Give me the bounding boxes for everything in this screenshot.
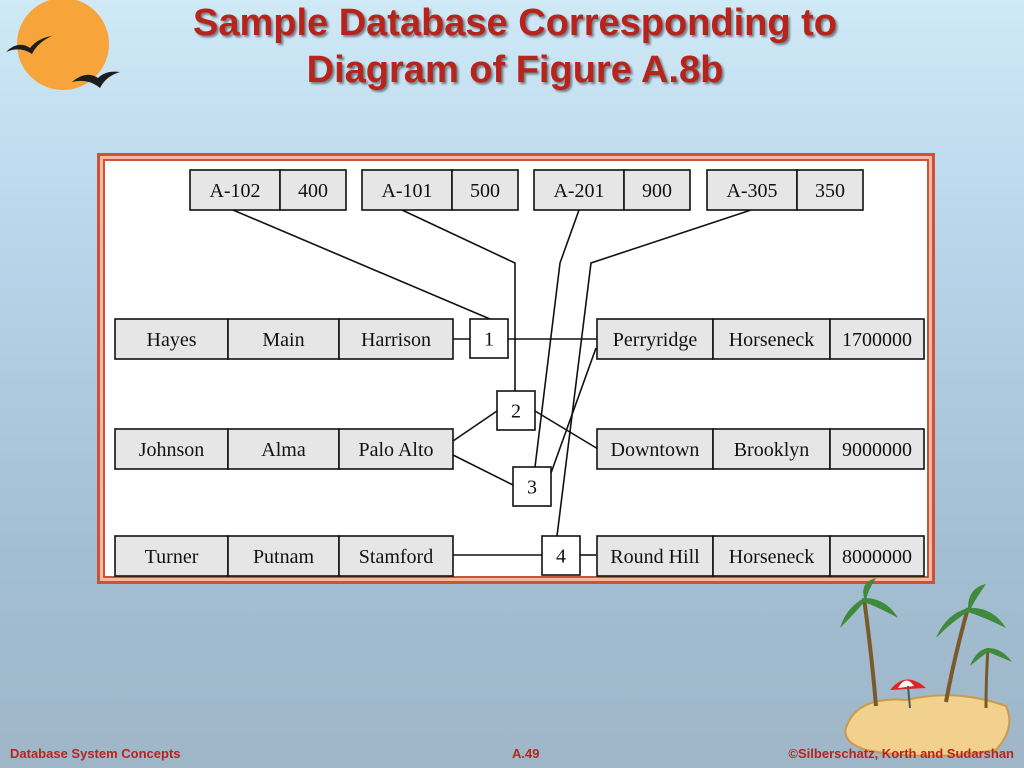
slide-title: Sample Database Corresponding to Diagram… (110, 0, 920, 94)
slide-title-line-2: Diagram of Figure A.8b (306, 49, 724, 91)
branch-name-perryridge: Perryridge (613, 329, 698, 351)
footer-slide-number: A.49 (512, 746, 540, 761)
bird-icon (6, 36, 52, 54)
footer-copyright: ©Silberschatz, Korth and Sudarshan (788, 746, 1014, 761)
account-balance-A-101: 500 (470, 180, 500, 202)
link-box-3: 3 (527, 477, 537, 499)
account-number-A-101: A-101 (381, 180, 432, 202)
branch-assets-downtown-box (829, 428, 925, 470)
account-balance-A-201-box (623, 169, 691, 211)
customer-city-turner: Stamford (359, 546, 433, 568)
sun-icon (6, 0, 120, 90)
account-balance-A-102: 400 (298, 180, 328, 202)
account-number-A-305: A-305 (726, 180, 777, 202)
customer-name-johnson: Johnson (139, 439, 205, 461)
link-box-1-box (469, 318, 509, 359)
link-box-4-box (541, 535, 581, 576)
account-number-A-305-box (706, 169, 798, 211)
bird-icon (72, 71, 120, 88)
account-number-A-201: A-201 (553, 180, 604, 202)
branch-assets-downtown: 9000000 (842, 439, 912, 461)
customer-street-turner-box (227, 535, 340, 577)
connector-a102-to-1 (232, 209, 491, 320)
branch-assets-round-hill: 8000000 (842, 546, 912, 568)
customer-street-turner: Putnam (253, 546, 315, 568)
branch-city-downtown-box (712, 428, 831, 470)
connector-3-to-perryridge (550, 347, 597, 474)
link-box-4: 4 (556, 546, 566, 568)
customer-city-hayes-box (338, 318, 454, 360)
link-box-2-box (496, 390, 536, 431)
customer-street-hayes-box (227, 318, 340, 360)
account-balance-A-305-box (796, 169, 864, 211)
customer-city-hayes: Harrison (361, 329, 431, 351)
account-number-A-102: A-102 (209, 180, 260, 202)
customer-name-turner: Turner (145, 546, 199, 568)
account-balance-A-305: 350 (815, 180, 845, 202)
branch-city-perryridge-box (712, 318, 831, 360)
connector-a305-to-4 (556, 209, 752, 537)
connector-a101-to-2 (401, 209, 516, 391)
customer-city-turner-box (338, 535, 454, 577)
branch-assets-perryridge: 1700000 (842, 329, 912, 351)
account-number-A-101-box (361, 169, 453, 211)
customer-city-johnson-box (338, 428, 454, 470)
account-balance-A-102-box (279, 169, 347, 211)
slide-title-line-1: Sample Database Corresponding to (192, 2, 837, 44)
link-box-3-box (512, 466, 552, 507)
branch-assets-perryridge-box (829, 318, 925, 360)
footer-course-title: Database System Concepts (10, 746, 181, 761)
customer-street-johnson: Alma (261, 439, 306, 461)
branch-city-round-hill: Horseneck (729, 546, 815, 568)
connector-johnson-to-3 (452, 454, 514, 486)
account-balance-A-101-box (451, 169, 519, 211)
branch-name-perryridge-box (596, 318, 714, 360)
customer-city-johnson: Palo Alto (358, 439, 433, 461)
account-balance-A-201: 900 (642, 180, 672, 202)
customer-name-turner-box (114, 535, 229, 577)
connector-johnson-to-2 (452, 410, 498, 442)
branch-city-round-hill-box (712, 535, 831, 577)
link-box-1: 1 (484, 329, 494, 351)
account-number-A-201-box (533, 169, 625, 211)
beach-umbrella-icon (890, 679, 926, 709)
link-box-2: 2 (511, 401, 521, 423)
palm-tree-island-icon (840, 578, 1012, 757)
branch-name-round-hill: Round Hill (610, 546, 700, 568)
customer-name-hayes: Hayes (147, 329, 197, 351)
branch-name-downtown: Downtown (611, 439, 700, 461)
branch-name-downtown-box (596, 428, 714, 470)
customer-street-hayes: Main (262, 329, 304, 351)
customer-street-johnson-box (227, 428, 340, 470)
branch-name-round-hill-box (596, 535, 714, 577)
customer-name-hayes-box (114, 318, 229, 360)
branch-city-downtown: Brooklyn (734, 439, 810, 461)
branch-assets-round-hill-box (829, 535, 925, 577)
connector-a201-to-3 (534, 209, 580, 468)
branch-city-perryridge: Horseneck (729, 329, 815, 351)
